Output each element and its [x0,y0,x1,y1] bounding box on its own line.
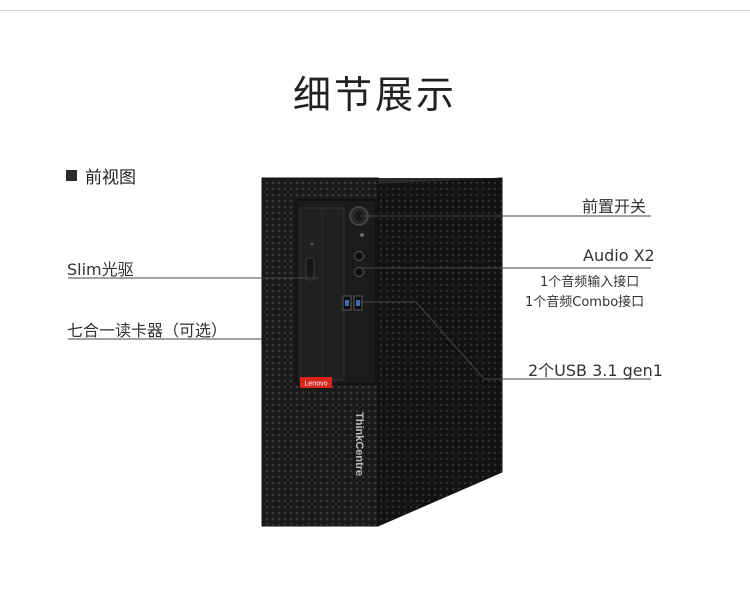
case-side-panel [377,177,503,527]
label-audio-in: 1个音频输入接口 [540,275,640,290]
label-power-switch: 前置开关 [582,197,647,216]
audio-jack-combo [354,267,364,277]
thinkcentre-side-logo: ThinkCentre [353,412,365,476]
square-bullet-icon [66,170,77,181]
label-slim-drive: Slim光驱 [67,260,134,279]
label-audio: Audio X2 [583,246,655,265]
leader-line-usb [360,301,651,380]
section-heading-label: 前视图 [85,168,136,188]
status-led [360,233,364,237]
label-usb: 2个USB 3.1 gen1 [528,361,663,380]
top-divider [0,10,750,11]
svg-text:Lenovo: Lenovo [305,381,328,388]
label-audio-combo: 1个音频Combo接口 [525,295,645,310]
optical-drive-led [310,242,314,246]
section-heading: 前视图 [66,163,136,188]
audio-jack-in [354,251,364,261]
optical-drive-eject-button [305,257,315,281]
page-title: 细节展示 [292,73,457,117]
label-card-reader: 七合一读卡器（可选） [67,321,228,340]
lenovo-logo-badge [300,377,332,388]
